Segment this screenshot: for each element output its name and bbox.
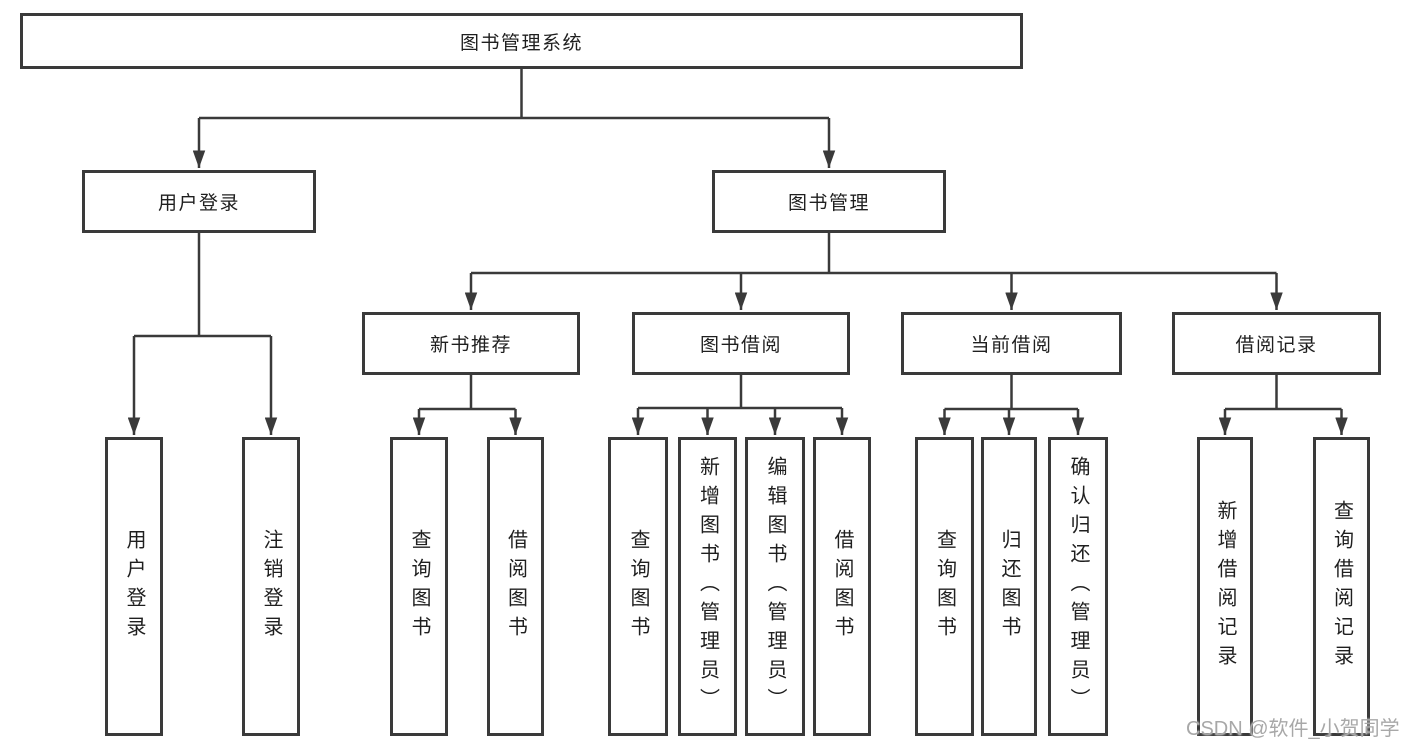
node-root-library-system: 图书管理系统 <box>20 13 1023 69</box>
leaf-query-book-recommend: 查询图书 <box>390 437 448 736</box>
leaf-borrow-book-recommend: 借阅图书 <box>487 437 544 736</box>
csdn-watermark: CSDN @软件_小贺同学 <box>1186 718 1400 740</box>
leaf-query-book-borrow: 查询图书 <box>608 437 668 736</box>
connector-group <box>127 69 1348 435</box>
leaf-user-login: 用户登录 <box>105 437 163 736</box>
node-user-login: 用户登录 <box>82 170 316 233</box>
node-current-borrow: 当前借阅 <box>901 312 1122 375</box>
node-borrow-record: 借阅记录 <box>1172 312 1381 375</box>
leaf-borrow-book: 借阅图书 <box>813 437 871 736</box>
node-new-book-recommend: 新书推荐 <box>362 312 580 375</box>
node-book-management: 图书管理 <box>712 170 946 233</box>
leaf-return-book: 归还图书 <box>981 437 1037 736</box>
leaf-logout-login: 注销登录 <box>242 437 300 736</box>
leaf-edit-book-admin: 编辑图书（管理员） <box>745 437 805 736</box>
leaf-add-borrow-record: 新增借阅记录 <box>1197 437 1253 736</box>
node-book-borrow: 图书借阅 <box>632 312 850 375</box>
leaf-confirm-return-admin: 确认归还（管理员） <box>1048 437 1108 736</box>
leaf-add-book-admin: 新增图书（管理员） <box>678 437 737 736</box>
leaf-query-book-current: 查询图书 <box>915 437 974 736</box>
leaf-query-borrow-record: 查询借阅记录 <box>1313 437 1370 736</box>
